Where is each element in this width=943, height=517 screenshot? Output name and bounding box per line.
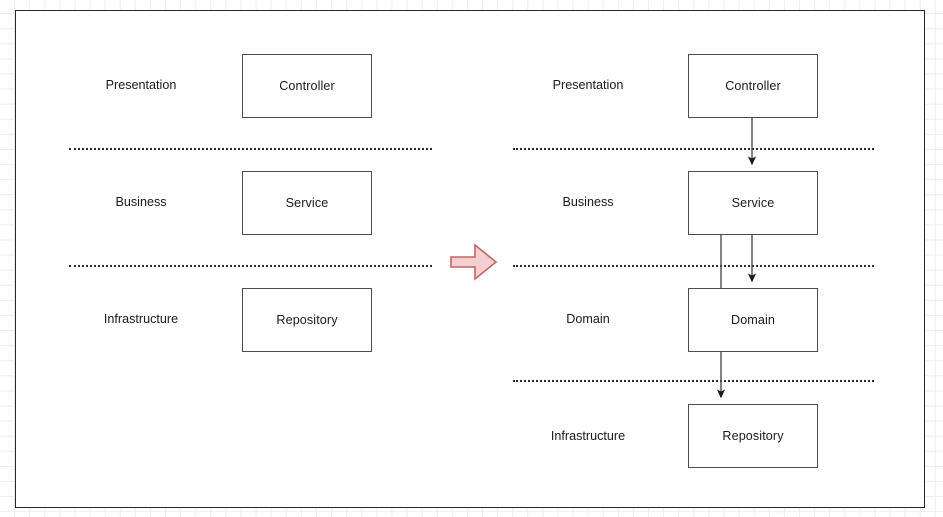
node-repository-before[interactable]: Repository [242, 288, 372, 352]
diagram-canvas: Presentation Business Infrastructure Con… [15, 10, 925, 508]
layer-label-infrastructure-before: Infrastructure [103, 312, 179, 326]
layer-divider [513, 380, 874, 382]
node-service-after[interactable]: Service [688, 171, 818, 235]
layer-divider [513, 265, 874, 267]
layer-label-domain-after: Domain [566, 312, 610, 326]
layer-label-infrastructure-after: Infrastructure [550, 429, 626, 443]
layer-divider [69, 265, 432, 267]
layer-label-business-before: Business [115, 195, 167, 209]
layer-label-business-after: Business [562, 195, 614, 209]
layer-label-presentation-before: Presentation [105, 78, 177, 92]
node-repository-after[interactable]: Repository [688, 404, 818, 468]
node-controller-before[interactable]: Controller [242, 54, 372, 118]
node-controller-after[interactable]: Controller [688, 54, 818, 118]
layer-divider [69, 148, 432, 150]
layer-divider [513, 148, 874, 150]
layer-label-presentation-after: Presentation [552, 78, 624, 92]
node-domain-after[interactable]: Domain [688, 288, 818, 352]
transition-arrow-shape [450, 243, 498, 281]
transition-arrow [450, 243, 498, 281]
node-service-before[interactable]: Service [242, 171, 372, 235]
